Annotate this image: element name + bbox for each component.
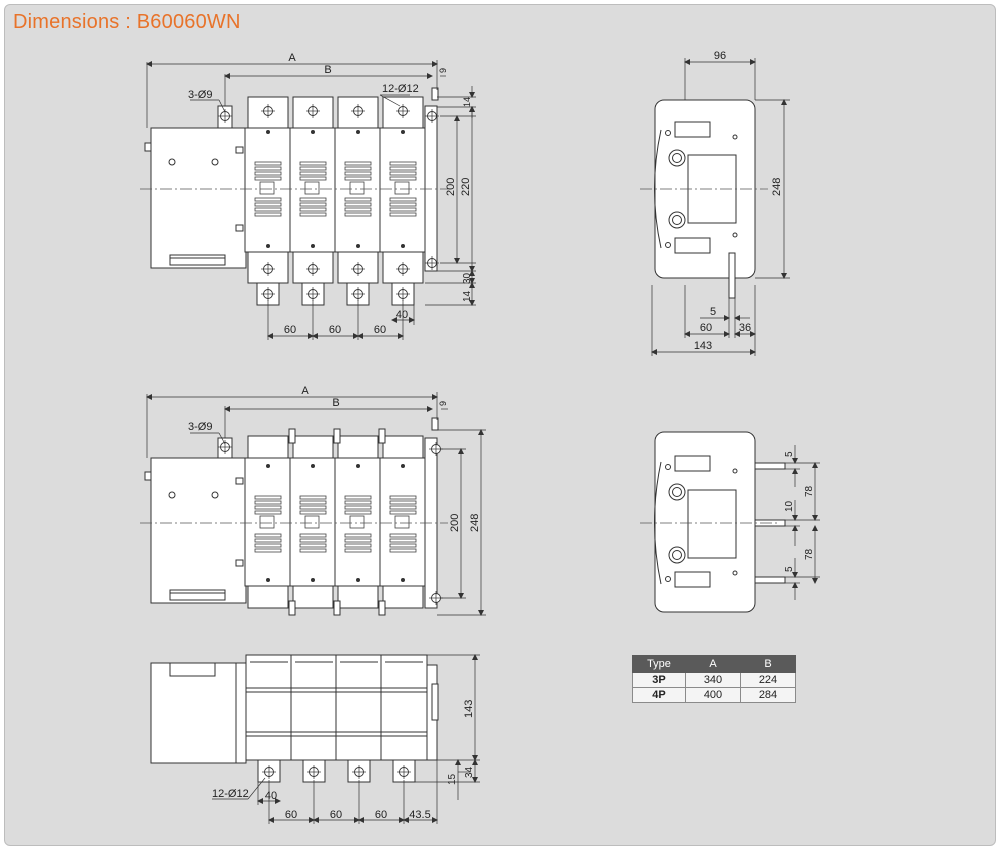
row-a-value: 400	[685, 687, 741, 703]
mount-hole-label: 3-Ø9	[188, 89, 212, 101]
dim-40-label: 40	[396, 309, 408, 321]
dim-labels-bottom: 12-Ø12 40 60 60 60 43.5 143 15 34	[212, 700, 475, 821]
dim-60-label: 60	[700, 322, 712, 334]
mount-holes-middle	[217, 439, 444, 606]
terminal-hole-label-2: 12-Ø12	[212, 788, 249, 800]
front-view-top	[144, 87, 439, 306]
dimensions-middle-front	[146, 392, 486, 616]
dimensions-bottom	[212, 654, 480, 824]
dim-b-label: B	[324, 64, 331, 76]
dim-143-label: 143	[694, 340, 712, 352]
dim-14-label: 14	[462, 97, 472, 107]
dim-9-label: 9	[438, 68, 448, 73]
dim-78b-label: 78	[804, 548, 815, 560]
table-header-row: Type A B	[632, 655, 796, 673]
dimensions-top-side	[651, 58, 790, 356]
pitch-label-6: 60	[375, 809, 387, 821]
dim-43-5-label: 43.5	[409, 809, 430, 821]
side-view-top	[654, 99, 756, 299]
col-b-header: B	[740, 655, 796, 673]
front-view-middle	[144, 417, 439, 616]
dim-96-label: 96	[714, 50, 726, 62]
dim-200-label: 200	[445, 178, 457, 196]
pitch-label-1: 60	[284, 324, 296, 336]
dim-b-label-2: B	[332, 397, 339, 409]
dim-labels-middle-side: 5 78 10 78 5	[784, 451, 815, 572]
dim-143-label-2: 143	[463, 700, 475, 718]
dim-34-label: 34	[464, 766, 475, 778]
dim-a-label: A	[288, 52, 296, 64]
row-b-value: 224	[740, 672, 796, 688]
vent-slots-middle	[254, 495, 417, 553]
row-type: 4P	[632, 687, 686, 703]
dim-5a-label: 5	[784, 451, 795, 457]
table-row: 4P 400 284	[632, 687, 796, 703]
dim-a-label-2: A	[301, 385, 309, 397]
terminal-holes-bottom	[261, 764, 412, 780]
dimension-table: Type A B 3P 340 224 4P 400 284	[632, 655, 796, 703]
dim-200-label-2: 200	[449, 514, 461, 532]
pitch-label-2: 60	[329, 324, 341, 336]
dim-5b-label: 5	[784, 566, 795, 572]
pitch-label-5: 60	[330, 809, 342, 821]
dim-labels-top-front: A B 3-Ø9 12-Ø12 9 14 200 220 30 14 60 60…	[188, 52, 473, 336]
col-a-header: A	[685, 655, 741, 673]
bottom-view	[150, 654, 439, 783]
page-title: Dimensions : B60060WN	[13, 11, 241, 33]
dim-10-label: 10	[784, 500, 795, 512]
dimensions-top-front	[146, 60, 476, 340]
dim-248-label: 248	[771, 178, 783, 196]
vent-slots-top	[254, 161, 417, 217]
dim-labels-middle-front: A B 3-Ø9 9 200 248	[188, 385, 481, 532]
dim-9-label-2: 9	[438, 401, 448, 406]
dim-36-label: 36	[739, 322, 751, 334]
dim-248-label-2: 248	[469, 514, 481, 532]
dimensions-middle-side	[785, 445, 820, 600]
dim-labels-top-side: 96 248 5 60 36 143	[694, 50, 783, 352]
dim-78a-label: 78	[804, 485, 815, 497]
dim-15-label: 15	[447, 773, 458, 785]
dim-30-label: 30	[462, 272, 473, 284]
row-b-value: 284	[740, 687, 796, 703]
col-type-header: Type	[632, 655, 686, 673]
dim-220-label: 220	[460, 178, 472, 196]
pitch-label-3: 60	[374, 324, 386, 336]
table-row: 3P 340 224	[632, 672, 796, 688]
dim-14b-label: 14	[462, 290, 473, 302]
pitch-label-4: 60	[285, 809, 297, 821]
mount-hole-label-2: 3-Ø9	[188, 421, 212, 433]
terminal-hole-label: 12-Ø12	[382, 83, 419, 95]
terminal-holes-top	[217, 103, 440, 302]
row-a-value: 340	[685, 672, 741, 688]
side-view-middle	[654, 431, 786, 613]
row-type: 3P	[632, 672, 686, 688]
dim-40-label-2: 40	[265, 790, 277, 802]
dim-5-label: 5	[710, 306, 716, 318]
